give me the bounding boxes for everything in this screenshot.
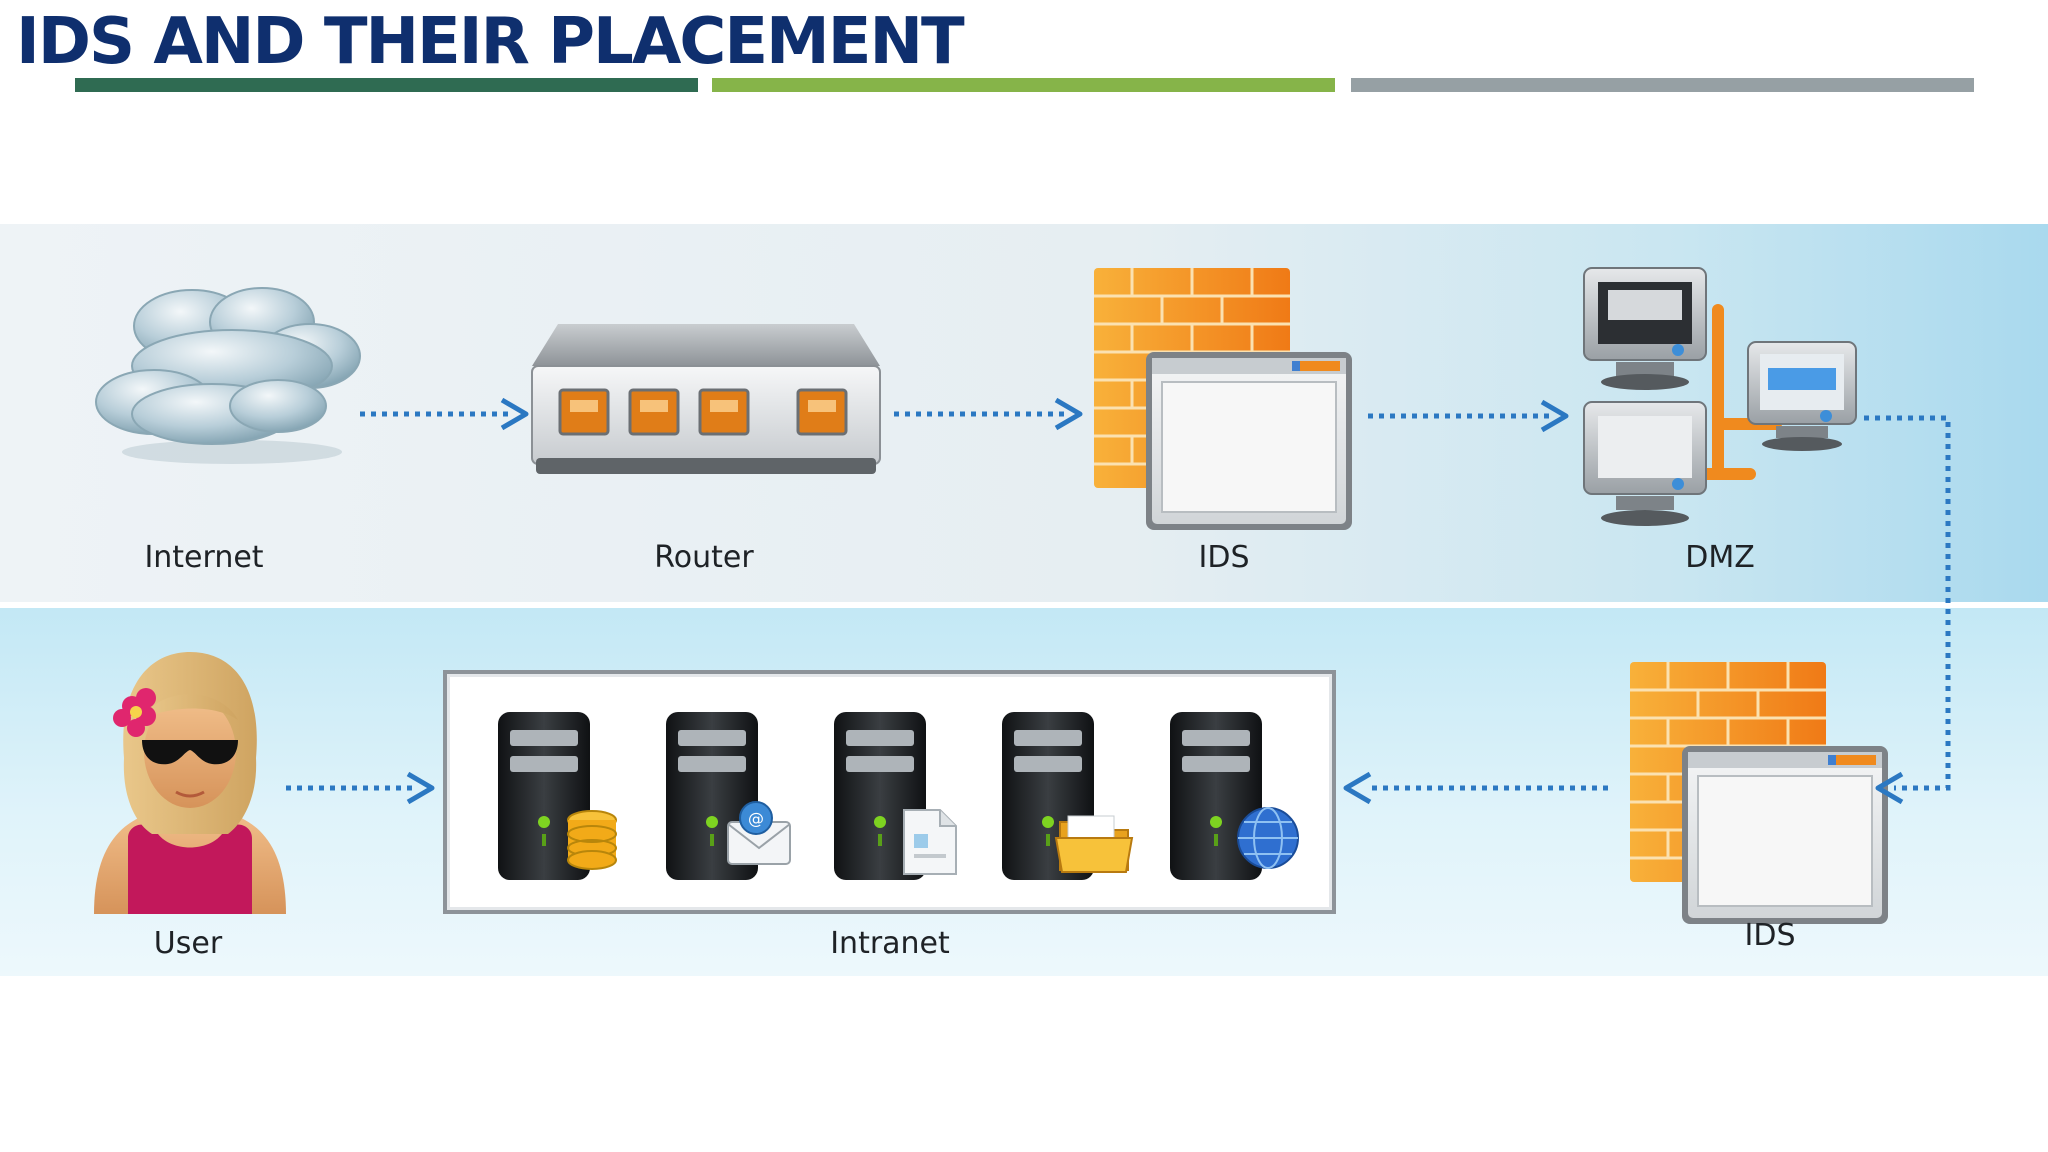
slide-title: IDS AND THEIR PLACEMENT (16, 5, 965, 79)
arrow-router-to-ids (894, 397, 1083, 431)
router-icon (531, 324, 881, 474)
cloud-icon (95, 287, 361, 464)
label-router: Router (654, 540, 754, 575)
globe-icon (1237, 807, 1299, 869)
user-avatar-icon (94, 652, 286, 914)
server-group-icon: @ (498, 712, 1299, 880)
arrow-internet-to-router (360, 397, 529, 431)
folder-icon (1054, 815, 1134, 873)
title-rule-dark-green (75, 78, 698, 92)
arrow-user-to-intranet (286, 771, 435, 805)
firewall-icon (1094, 268, 1352, 530)
network-diagram: @ (0, 224, 2048, 976)
label-internet: Internet (144, 540, 264, 575)
title-rule-light-green (712, 78, 1335, 92)
diagram-band-separator (0, 602, 2048, 608)
label-user: User (153, 926, 223, 961)
firewall-icon (1630, 662, 1888, 924)
mail-icon: @ (727, 801, 791, 865)
label-ids-top: IDS (1198, 540, 1250, 575)
computer-network-icon (1583, 267, 1857, 526)
arrow-ids-to-dmz (1368, 399, 1569, 433)
document-icon (903, 809, 957, 875)
label-ids-bottom: IDS (1744, 918, 1796, 953)
label-intranet: Intranet (830, 926, 950, 961)
server-1 (498, 712, 590, 880)
arrow-dmz-to-ids (1864, 415, 1951, 805)
title-rule-gray (1351, 78, 1974, 92)
svg-text:@: @ (748, 809, 764, 828)
label-dmz: DMZ (1685, 540, 1755, 575)
arrow-ids-to-intranet (1343, 771, 1614, 805)
database-icon (567, 810, 617, 870)
